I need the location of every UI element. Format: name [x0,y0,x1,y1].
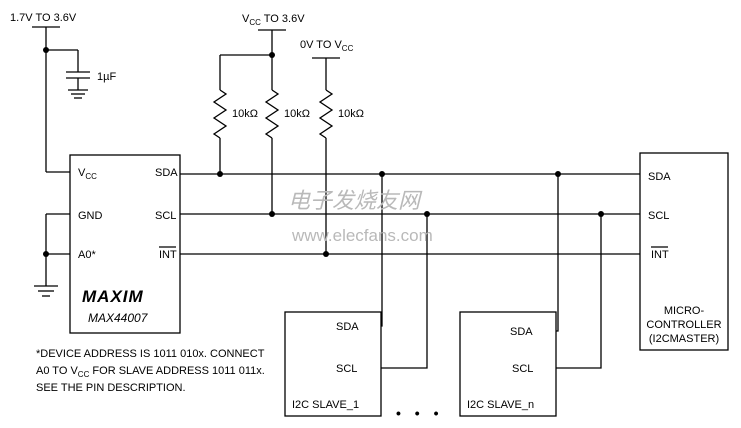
i2c-slave-1 [284,311,382,417]
footnote-line3: SEE THE PIN DESCRIPTION. [36,382,186,394]
max44007-chip [69,154,181,334]
micro-label-line2: CONTROLLER [646,319,721,331]
resistor-scl-value: 10kΩ [284,108,310,120]
resistor-int [318,82,334,254]
more-slaves-ellipsis: • • • [396,405,443,421]
watermark-text: 电子发烧友网 [288,189,423,214]
slave1-scl-wire [381,214,428,369]
chip-pin-vcc: VCC [78,167,97,181]
vcc-supply-label: VCC TO 3.6V [242,13,305,27]
slave1-sda-pin: SDA [336,321,359,333]
slave1-sda-wire [381,174,383,327]
watermark-url: www.elecfans.com [291,226,433,245]
chip-pin-gnd: GND [78,210,103,222]
micro-int-pin: INT [651,249,669,261]
slave1-label: I2C SLAVE_1 [292,399,359,411]
resistor-sda-value: 10kΩ [232,108,258,120]
resistor-scl [264,55,280,214]
slave1-scl-pin: SCL [336,363,357,375]
micro-label-line1: MICRO- [664,305,705,317]
resistor-sda [212,55,228,174]
bypass-capacitor [46,49,90,99]
slaven-scl-wire [556,214,602,369]
i2c-slave-n [459,311,557,417]
resistor-int-value: 10kΩ [338,108,364,120]
micro-label-line3: (I2CMASTER) [649,333,719,345]
ground-wiring [34,213,70,297]
pullup-supply-label: 0V TO VCC [300,39,354,53]
vdd-supply-label: 1.7V TO 3.6V [10,12,77,24]
slaven-label: I2C SLAVE_n [467,399,534,411]
a0-ground-junction [43,251,49,257]
micro-scl-pin: SCL [648,210,669,222]
maxim-logo: MAXIM [82,287,144,306]
scl-pullup-junction [269,211,275,217]
chip-part-number: MAX44007 [88,311,149,325]
chip-pin-sda: SDA [155,167,178,179]
footnote-line1: *DEVICE ADDRESS IS 1011 010x. CONNECT [36,348,265,360]
slaven-scl-pin: SCL [512,363,533,375]
capacitor-value: 1µF [97,71,116,83]
slaven-sda-wire [556,174,559,332]
chip-pin-scl: SCL [155,210,176,222]
slaven-sda-pin: SDA [510,326,533,338]
chip-pin-a0: A0* [78,249,96,261]
footnote-line2: A0 TO VCC FOR SLAVE ADDRESS 1011 011x. [36,365,265,379]
micro-sda-pin: SDA [648,171,671,183]
sda-pullup-junction [217,171,223,177]
int-pullup-junction [323,251,329,257]
microcontroller [639,152,729,351]
chip-pin-int: INT [159,249,177,261]
